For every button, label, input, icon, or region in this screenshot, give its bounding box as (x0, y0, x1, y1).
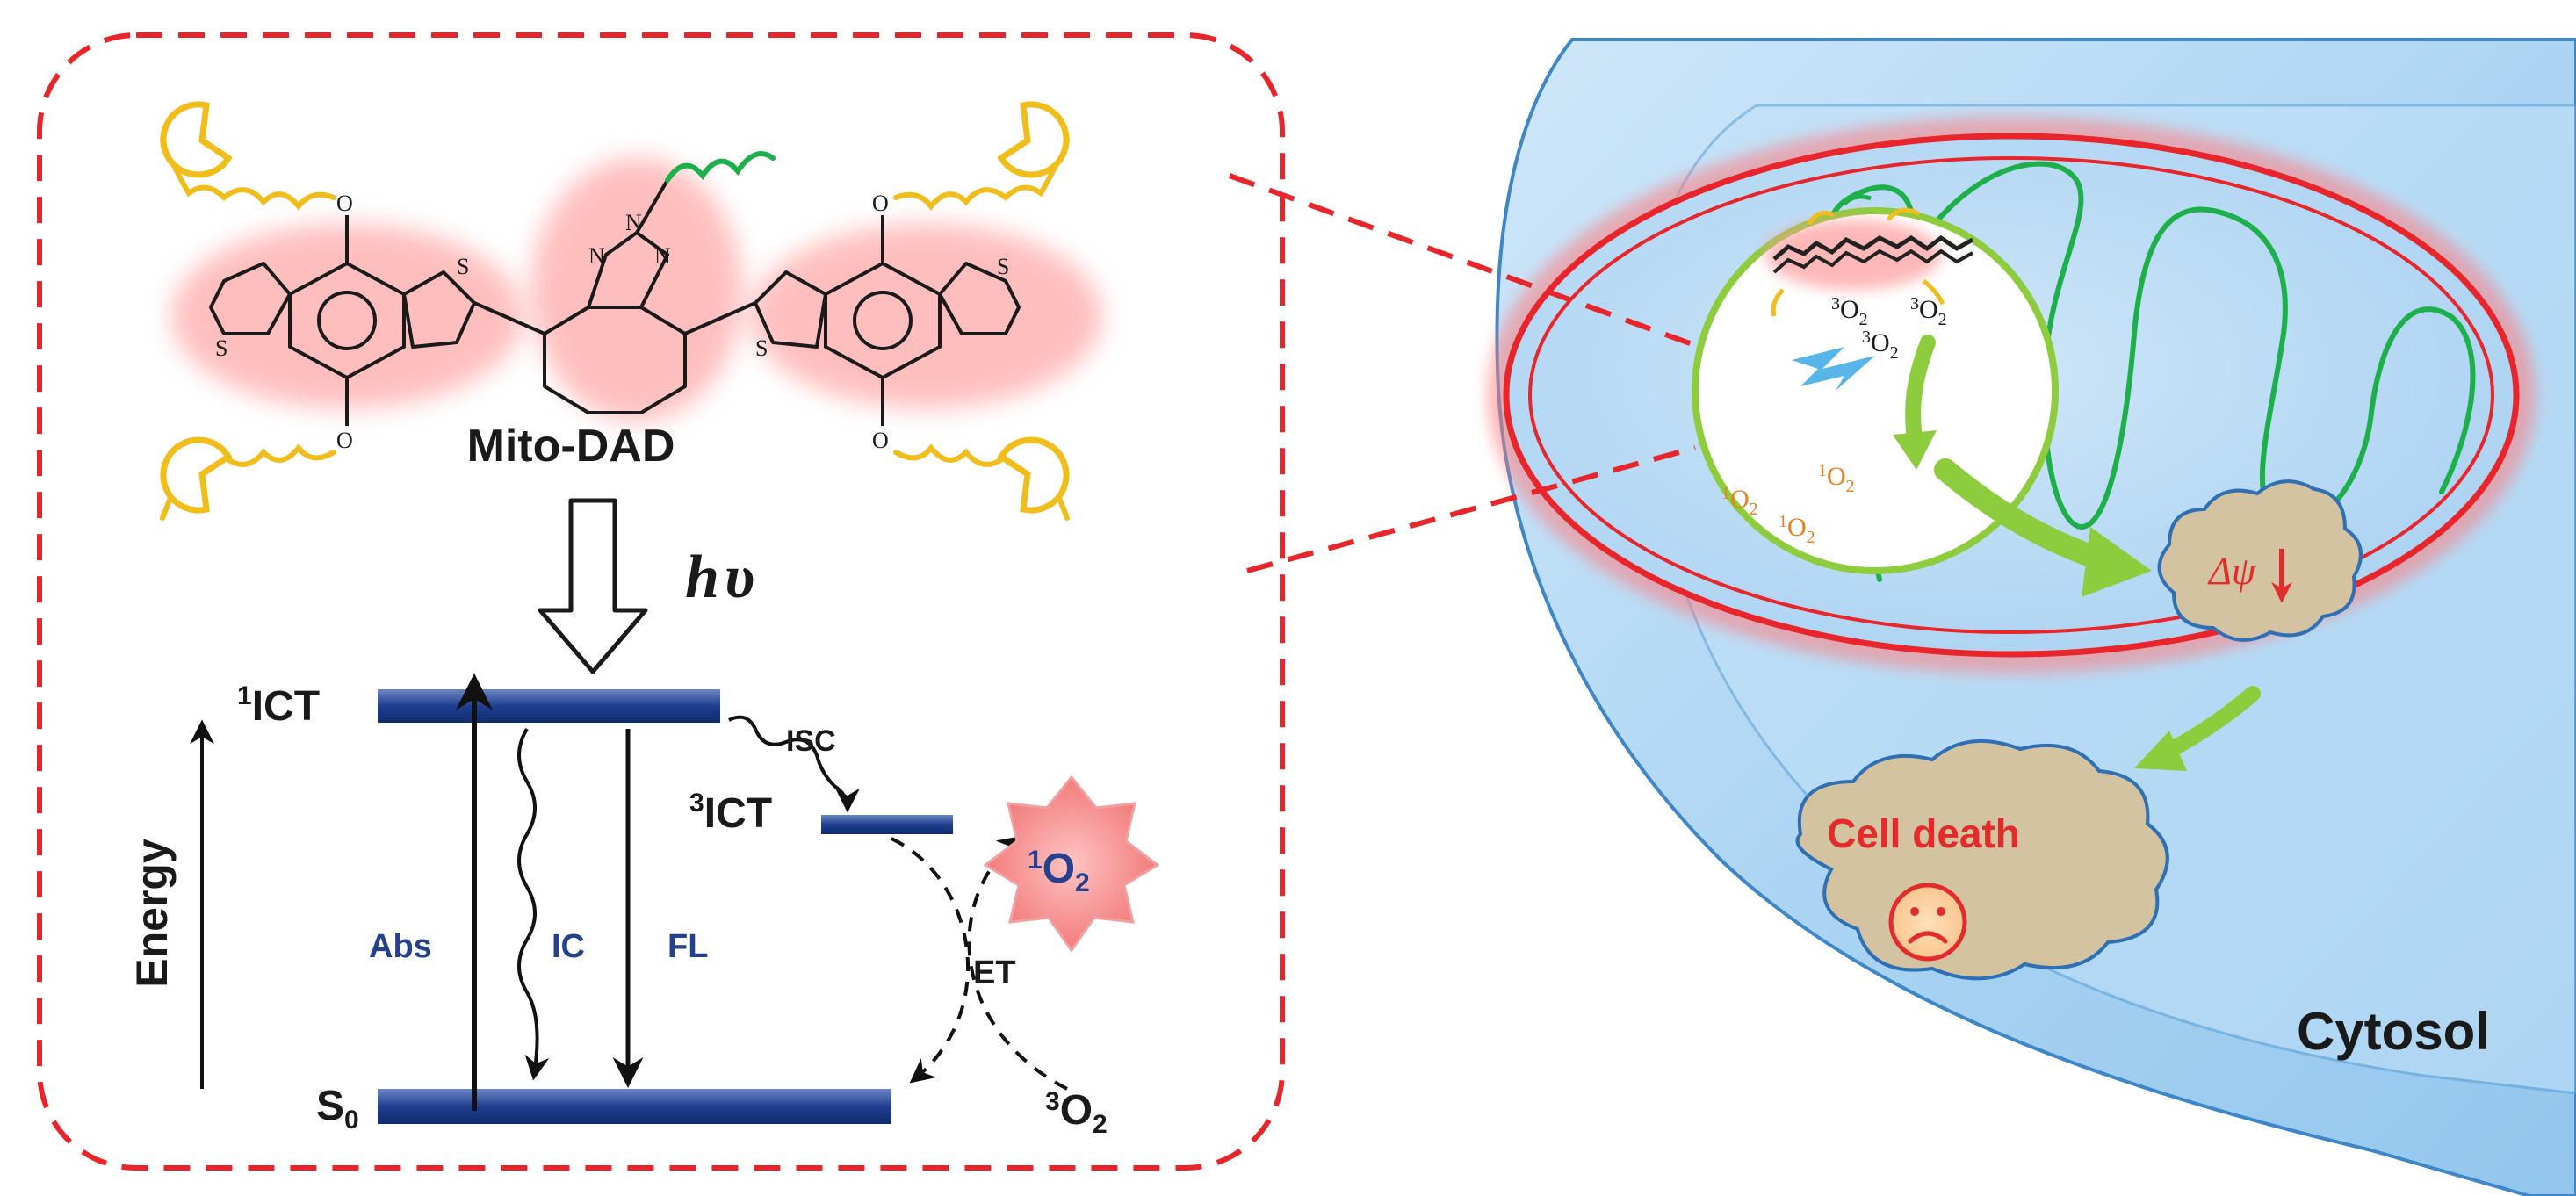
zoom-connector-bottom (1246, 445, 1696, 573)
svg-text:3O2: 3O2 (1862, 328, 1899, 363)
fl-label: FL (667, 928, 708, 965)
energy-axis-label: Energy (127, 839, 177, 988)
svg-text:O: O (336, 191, 353, 216)
cell-illustration: 3O2 3O2 3O2 1O2 1O2 1O2 (1487, 38, 2576, 1196)
targeting-group-icon (997, 436, 1070, 514)
targeting-group-icon (160, 101, 233, 178)
singlet-oxygen-label: 1O2 (1028, 846, 1090, 897)
isc-arrow (728, 715, 860, 813)
singlet-oxygen-star: 1O2 (983, 775, 1160, 953)
targeting-group-icon (997, 101, 1070, 178)
abs-label: Abs (369, 928, 432, 965)
isc-label: ISC (786, 724, 836, 758)
transfer-arrow-icon (1905, 335, 1936, 447)
et-arc-to-ground (891, 837, 970, 1084)
mini-molecule (1765, 194, 1974, 317)
svg-text:3O2: 3O2 (1910, 294, 1947, 329)
molecule-name: Mito-DAD (467, 421, 675, 472)
svg-text:O: O (872, 428, 889, 453)
zoom-singlet-oxygen: 1O2 1O2 1O2 (1721, 461, 1855, 547)
level-t1 (821, 815, 953, 834)
level-s1-label: 1ICT (237, 681, 320, 730)
svg-text:S: S (215, 335, 227, 361)
mito-dad-molecule: O O O O S S S S N N N (160, 101, 1102, 521)
cell-death-label: Cell death (1827, 811, 2020, 856)
et-arc-oxygen (967, 835, 1068, 1091)
zoom-panel-border (37, 32, 1285, 1171)
svg-text:S: S (755, 335, 768, 361)
svg-text:O: O (336, 428, 353, 453)
cell-death-cloud: Cell death (1795, 738, 2169, 981)
svg-text:1O2: 1O2 (1818, 461, 1855, 496)
svg-text:1O2: 1O2 (1779, 512, 1815, 547)
svg-text:O: O (872, 191, 889, 216)
svg-text:N: N (625, 210, 642, 235)
potential-symbol: Δψ (2207, 550, 2256, 593)
zoom-triplet-oxygen: 3O2 3O2 3O2 (1831, 294, 1947, 363)
svg-text:1O2: 1O2 (1721, 484, 1758, 519)
sad-face-icon (1888, 883, 1967, 962)
ic-label: IC (552, 928, 585, 965)
level-s1 (378, 689, 720, 723)
membrane-potential-cloud: Δψ (2157, 479, 2363, 642)
svg-text:N: N (588, 243, 605, 269)
light-arrow-icon (538, 498, 648, 674)
svg-text:S: S (997, 254, 1009, 279)
mitochondrion-glow (1487, 117, 2536, 674)
svg-text:3O2: 3O2 (1831, 294, 1868, 329)
svg-text:S: S (457, 254, 469, 279)
jablonski-diagram: Energy 1ICT 3ICT S0 Abs IC FL ISC ET (127, 673, 1160, 1139)
light-label: hυ (685, 544, 754, 611)
level-t1-label: 3ICT (689, 789, 772, 837)
mitochondrion-inner-ring (1528, 156, 2494, 634)
targeting-group-icon (160, 436, 233, 514)
triplet-oxygen-label: 3O2 (1045, 1087, 1108, 1139)
level-s0-label: S0 (316, 1083, 359, 1135)
svg-text:N: N (654, 243, 671, 269)
light-bolt-icon (1792, 347, 1875, 391)
level-s0 (378, 1089, 891, 1124)
et-label: ET (973, 955, 1016, 991)
cytosol-label: Cytosol (2297, 1002, 2490, 1061)
ic-arrow (517, 727, 550, 1081)
